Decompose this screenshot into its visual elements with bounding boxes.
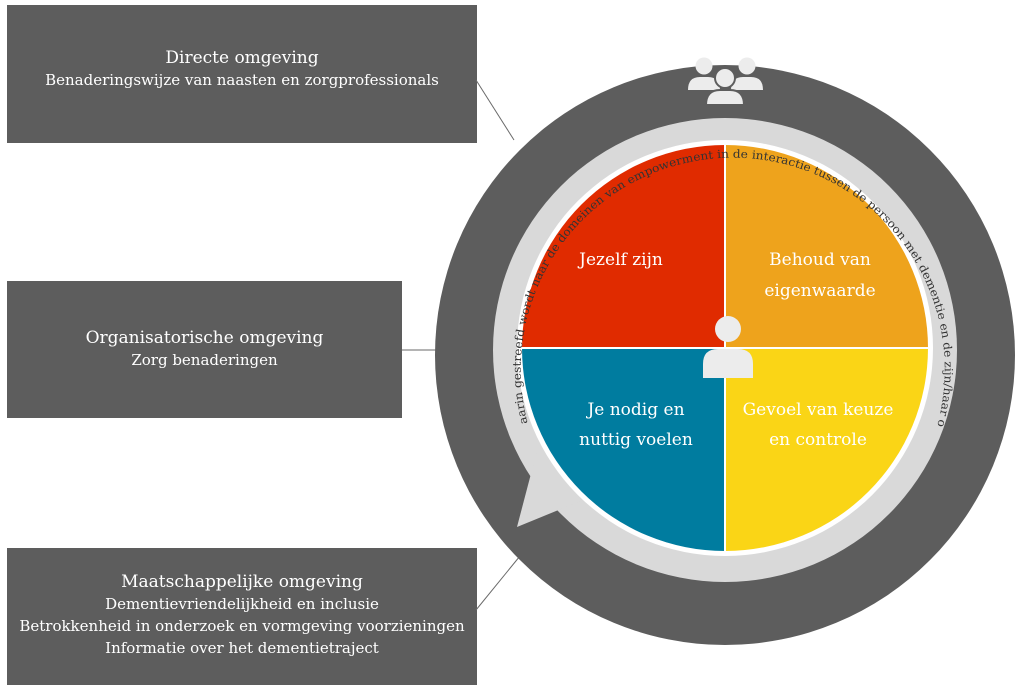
label-jezelf-zijn: Jezelf zijn [577, 250, 663, 270]
directe-omgeving-line: Benaderingswijze van naasten en zorgprof… [45, 71, 439, 89]
organisatorische-omgeving-title: Organisatorische omgeving [85, 328, 324, 348]
label-en-controle: en controle [769, 430, 867, 450]
maatschappelijke-omgeving-title: Maatschappelijke omgeving [121, 572, 363, 592]
connector-line-maatschappelijk [475, 555, 521, 611]
group-of-people-icon [688, 57, 763, 106]
label-gevoel-van-keuze: Gevoel van keuze [743, 400, 894, 420]
label-je-nodig-en: Je nodig en [585, 400, 684, 420]
organisatorische-omgeving-line: Zorg benaderingen [131, 351, 278, 369]
maatschappelijke-omgeving-line-3: Informatie over het dementietraject [105, 639, 379, 657]
directe-omgeving-title: Directe omgeving [165, 48, 319, 68]
band-arrow-icon [517, 447, 600, 527]
maatschappelijke-omgeving-line-1: Dementievriendelijkheid en inclusie [105, 595, 379, 613]
label-eigenwaarde: eigenwaarde [764, 281, 875, 301]
label-behoud-van: Behoud van [769, 250, 871, 270]
maatschappelijke-omgeving-line-2: Betrokkenheid in onderzoek en vormgeving… [19, 617, 465, 635]
directe-omgeving-box: Directe omgeving Benaderingswijze van na… [7, 5, 477, 143]
person-icon [703, 316, 753, 378]
connector-line-directe [475, 79, 515, 141]
organisatorische-omgeving-box: Organisatorische omgeving Zorg benaderin… [7, 281, 402, 418]
label-nuttig-voelen: nuttig voelen [579, 430, 693, 450]
maatschappelijke-omgeving-box: Maatschappelijke omgeving Dementievriend… [7, 548, 477, 685]
